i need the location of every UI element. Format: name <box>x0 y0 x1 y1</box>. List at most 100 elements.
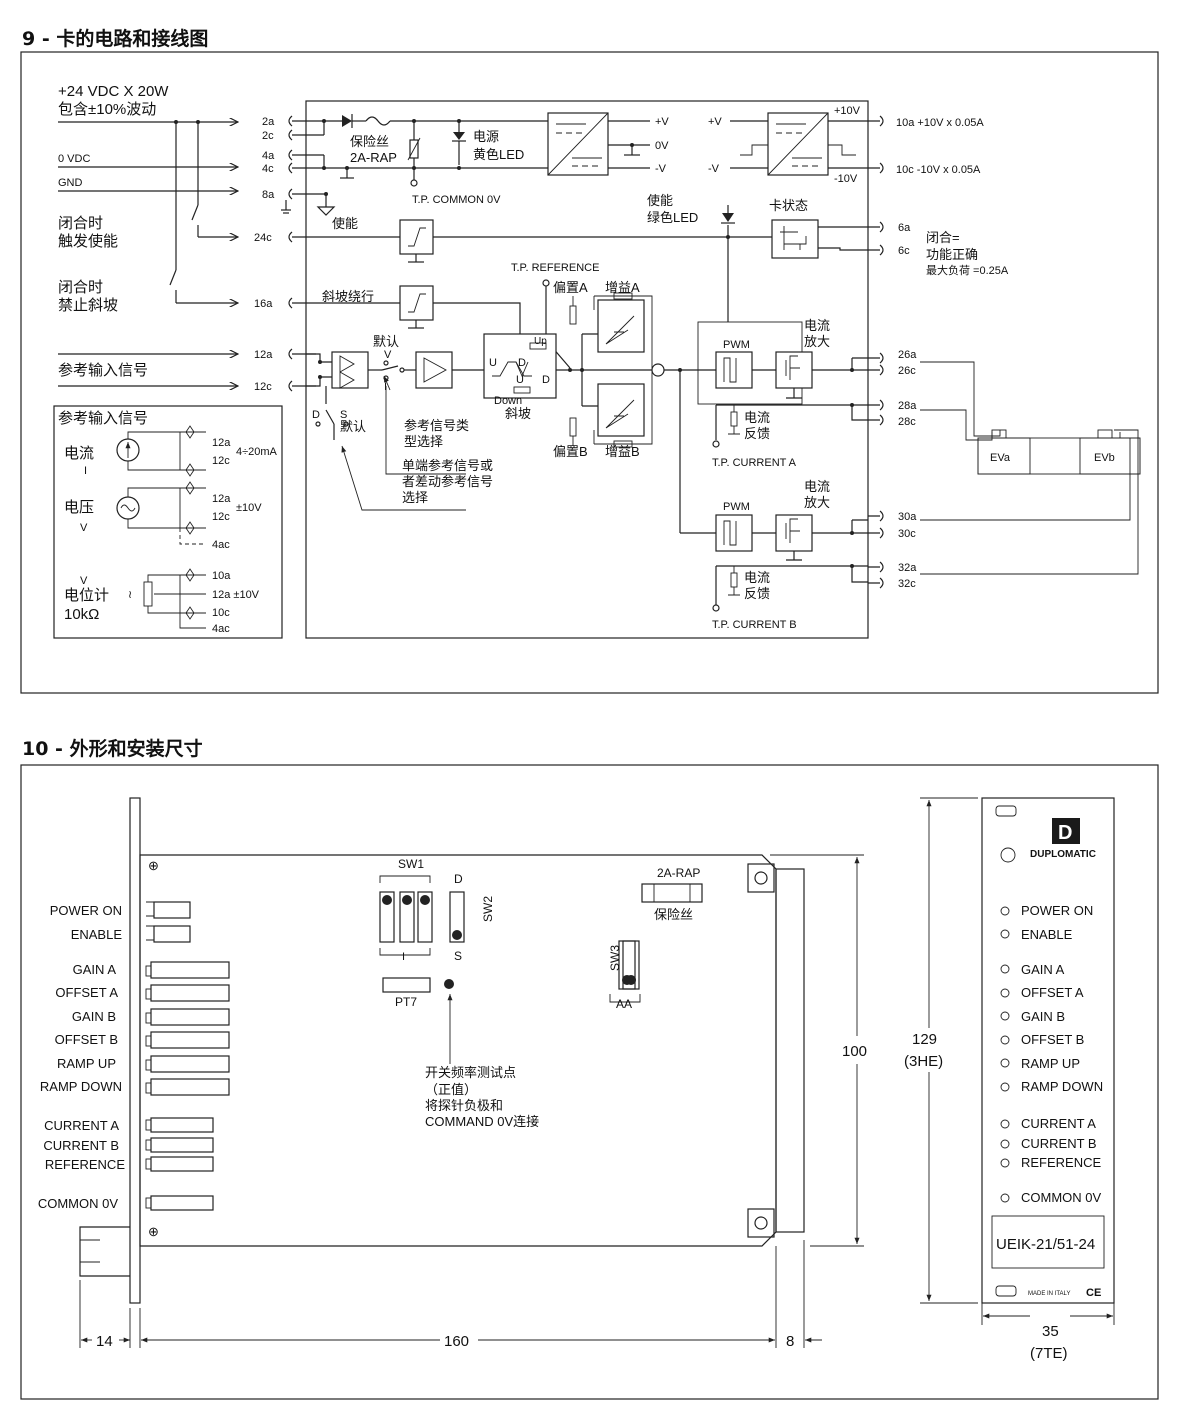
default-label-bottom: 默认 <box>340 419 366 434</box>
section9-title: 卡的电路和接线图 <box>56 28 209 50</box>
label-enable: ENABLE <box>71 927 123 942</box>
ramp-u-right: U <box>516 374 524 386</box>
single-diff-line3: 选择 <box>402 490 428 505</box>
model-label: UEIK-21/51-24 <box>996 1236 1095 1253</box>
fuse-line2: 2A-RAP <box>350 150 397 165</box>
inset-pot-tilde: ≀ <box>128 589 132 601</box>
single-diff-line2: 者差动参考信号 <box>402 474 493 489</box>
label-gain-b: GAIN B <box>72 1009 116 1024</box>
pin-28c: 28c <box>898 416 916 428</box>
amp-a-line1: 电流 <box>804 318 830 333</box>
ramp-bypass-circuit: 斜坡绕行 T.P. REFERENCE <box>322 262 599 369</box>
ramp-bypass-label: 斜坡绕行 <box>322 289 374 304</box>
inset-pot-range: 12a ±10V <box>212 589 260 601</box>
tp-current-a-label: T.P. CURRENT A <box>712 457 797 469</box>
card-status-label: 卡状态 <box>769 198 808 213</box>
inset-voltage-pin1: 12a <box>212 493 231 505</box>
pin-6a: 6a <box>898 222 911 234</box>
dim-7te: (7TE) <box>1030 1345 1068 1362</box>
ref-input-label: 参考输入信号 <box>58 362 148 379</box>
vdc0-label: 0 VDC <box>58 153 90 165</box>
mount-plus-bottom: ⊕ <box>148 1224 159 1239</box>
rail-p10: +10V <box>834 105 861 117</box>
pin-16a: 16a <box>254 298 273 310</box>
ramp-label: 斜坡 <box>505 406 531 421</box>
label-current-a: CURRENT A <box>44 1118 119 1133</box>
enable-circuit: 使能 使能 绿色LED 卡状态 6a 6c 闭合= 功能正确 最大负荷 =0.2… <box>332 193 1009 322</box>
front-ramp-down: RAMP DOWN <box>1021 1079 1103 1094</box>
brand-text: DUPLOMATIC <box>1030 849 1096 860</box>
test-note-line4: COMMAND 0V连接 <box>425 1114 539 1129</box>
pin-6c: 6c <box>898 245 910 257</box>
pin-26a: 26a <box>898 349 917 361</box>
label-power-on: POWER ON <box>50 903 122 918</box>
test-note-line2: （正值） <box>425 1082 477 1097</box>
connector <box>775 868 805 1233</box>
pin-8a: 8a <box>262 189 275 201</box>
inset-pot-pin2: 10c <box>212 607 230 619</box>
sw2-label: SW2 <box>481 896 495 922</box>
front-panel-edge <box>129 797 141 1304</box>
output-pins: 26a 26c 28a 28c 30a 30c 32a 32c EVa EVb <box>868 349 1141 590</box>
label-ramp-up: RAMP UP <box>57 1056 116 1071</box>
inset-current-line2: I <box>84 465 87 477</box>
label-reference: REFERENCE <box>45 1157 126 1172</box>
rail-pv-in: +V <box>708 116 722 128</box>
pin-12c: 12c <box>254 381 272 393</box>
front-enable: ENABLE <box>1021 927 1073 942</box>
inset-voltage-pin2: 12c <box>212 511 230 523</box>
ramp-u-left: U <box>489 357 497 369</box>
front-power-on: POWER ON <box>1021 903 1093 918</box>
mount-plus-top: ⊕ <box>148 858 159 873</box>
status-note-line1: 闭合= <box>926 230 960 245</box>
pin-32a: 32a <box>898 562 917 574</box>
pt7-label: PT7 <box>395 995 417 1009</box>
dim-8: 8 <box>786 1333 794 1350</box>
fuse-line1: 保险丝 <box>350 134 389 149</box>
gain-b-label: 增益B <box>605 444 640 459</box>
reference-chain: 默认 V I Up Down U D U D 斜坡 偏置A 增益A 偏置B 增益… <box>306 280 716 534</box>
rail-0v: 0V <box>655 140 669 152</box>
sw3-label: SW3 <box>608 945 622 971</box>
power-line1: +24 VDC X 20W <box>58 83 169 100</box>
front-reference: REFERENCE <box>1021 1155 1102 1170</box>
pwm-b-label: PWM <box>723 501 750 513</box>
gnd-label: GND <box>58 177 83 189</box>
pin-30c: 30c <box>898 528 916 540</box>
dim-129: 129 <box>912 1031 937 1048</box>
amp-b-line2: 放大 <box>804 495 830 510</box>
offset-a-label: 偏置A <box>553 280 588 295</box>
feedback-a-line2: 反馈 <box>744 426 770 441</box>
ramp-down-label: Down <box>494 395 522 407</box>
pcb-components: SW1 I D SW2 S PT7 开关频率测试点 （正值） 将探针负极和 CO… <box>145 857 703 1211</box>
enable-label: 使能 <box>332 216 358 231</box>
label-gain-a: GAIN A <box>73 962 117 977</box>
pin-28a: 28a <box>898 400 917 412</box>
label-common-0v: COMMON 0V <box>38 1196 119 1211</box>
ref-type-line2: 型选择 <box>404 434 443 449</box>
sw2-s-label: S <box>454 949 462 963</box>
pin-4a: 4a <box>262 150 275 162</box>
pin-24c: 24c <box>254 232 272 244</box>
feedback-b-line1: 电流 <box>744 570 770 585</box>
offset-b-label: 偏置B <box>553 444 588 459</box>
valve-eva: EVa <box>990 452 1011 464</box>
inset-voltage-line2: V <box>80 522 88 534</box>
input-wires <box>58 120 238 386</box>
valve-evb: EVb <box>1094 452 1115 464</box>
pin-30a: 30a <box>898 511 917 523</box>
front-led-list: POWER ON ENABLE GAIN A OFFSET A GAIN B O… <box>1000 903 1103 1205</box>
enable-close-line2: 触发使能 <box>58 233 118 250</box>
dim-3he: (3HE) <box>904 1053 943 1070</box>
fuse2-line2: 保险丝 <box>654 907 693 922</box>
rail-pv: +V <box>655 116 669 128</box>
left-label-column: POWER ON ENABLE GAIN A OFFSET A GAIN B O… <box>38 903 125 1211</box>
label-ramp-down: RAMP DOWN <box>40 1079 122 1094</box>
section9-heading: 9 - 卡的电路和接线图 <box>22 24 208 51</box>
ramp-d-right: D <box>542 374 550 386</box>
inset-voltage-pin3: 4ac <box>212 539 230 551</box>
inset-current-range: 4÷20mA <box>236 446 278 458</box>
dimension-lines: 100 129 (3HE) 14 160 8 35 (7TE) <box>79 797 1115 1362</box>
inset-pot-pin1: 10a <box>212 570 231 582</box>
